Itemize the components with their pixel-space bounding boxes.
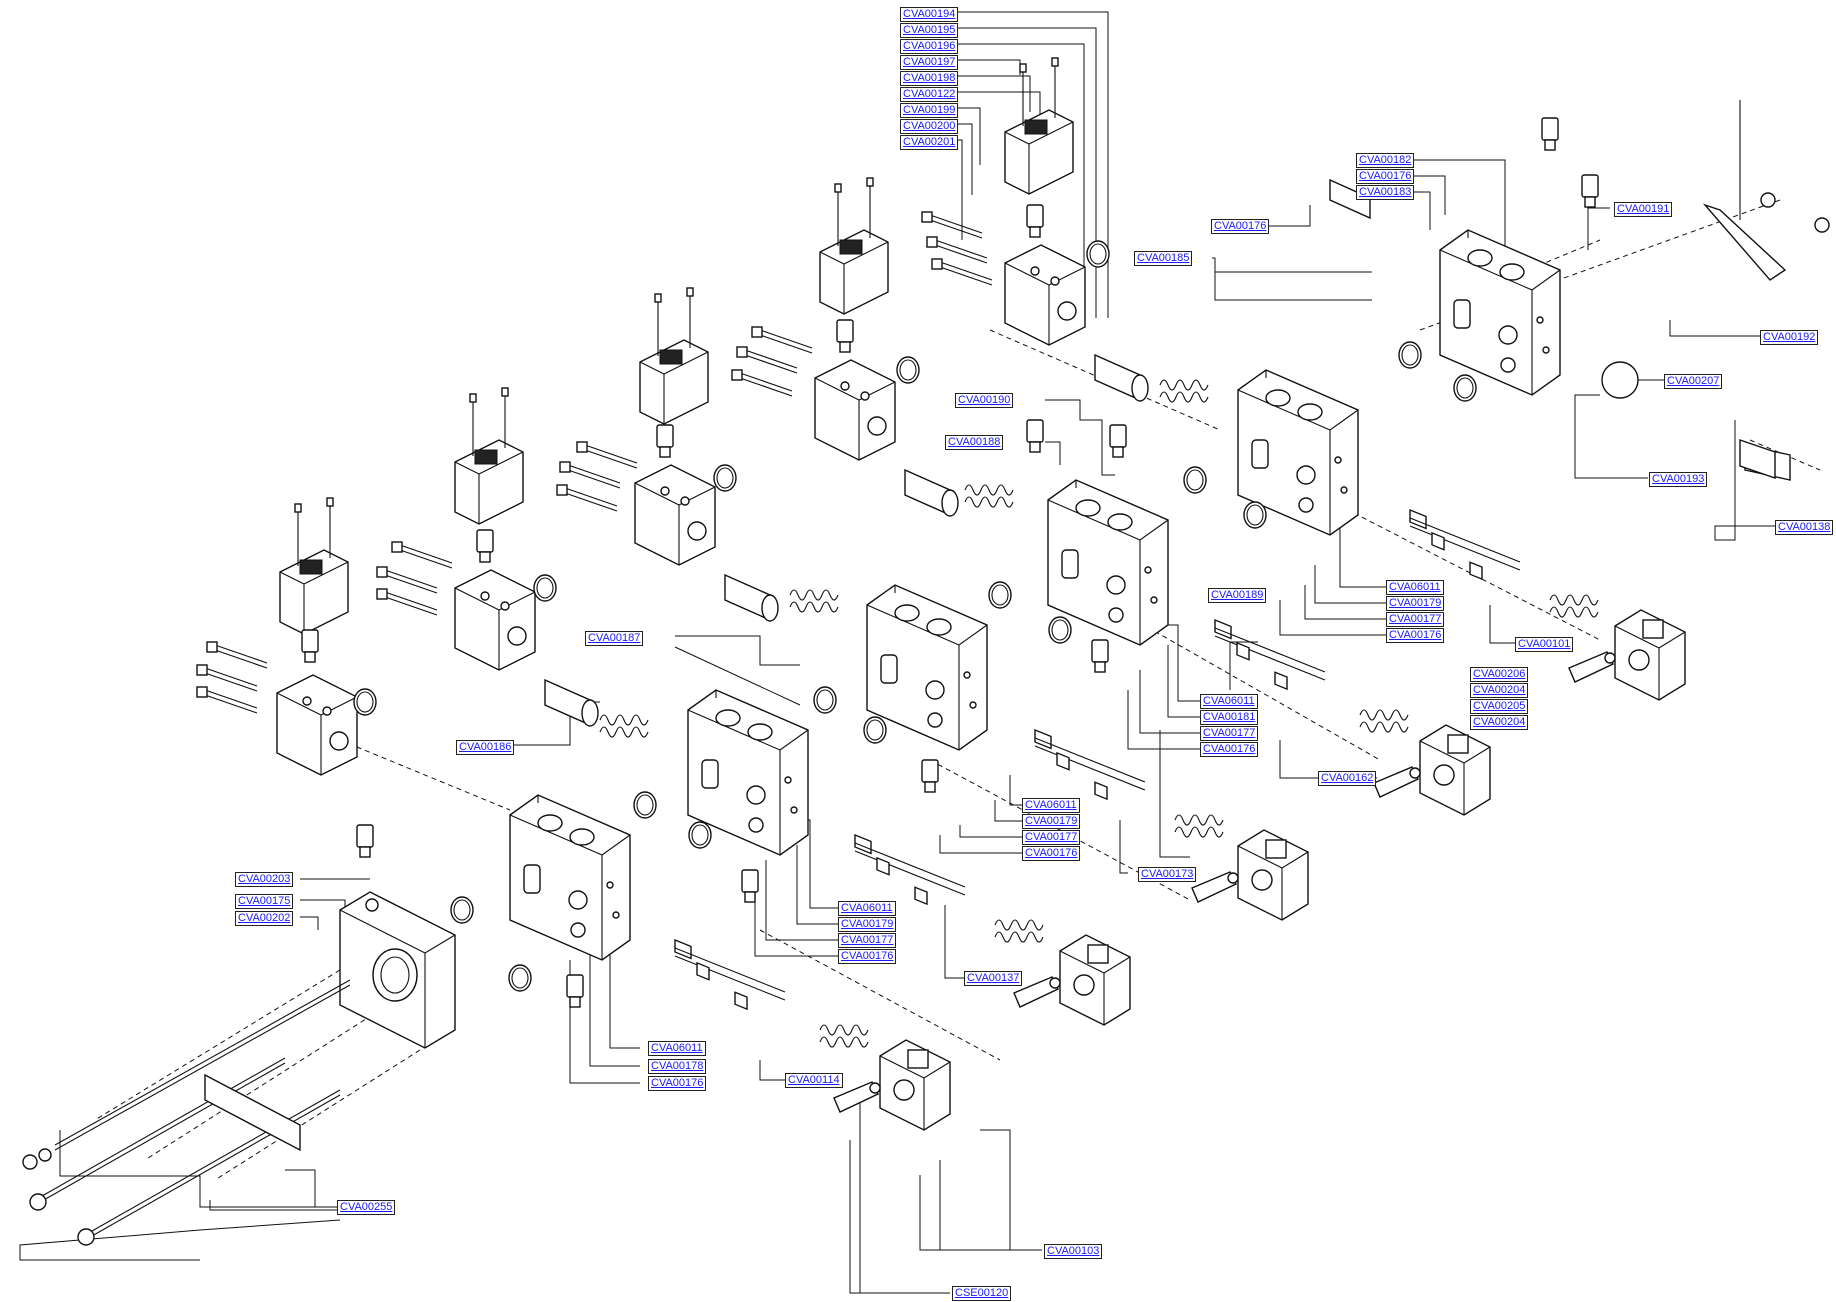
callout-cva00179-a[interactable]: CVA00179 xyxy=(1386,596,1445,611)
callout-cva00190[interactable]: CVA00190 xyxy=(955,393,1014,408)
callout-cse00120[interactable]: CSE00120 xyxy=(952,1286,1012,1301)
end-plate-bracket xyxy=(1601,100,1830,481)
callout-cva00178[interactable]: CVA00178 xyxy=(648,1059,707,1074)
callout-cva00176-b[interactable]: CVA00176 xyxy=(1211,219,1270,234)
callout-cva00188[interactable]: CVA00188 xyxy=(945,435,1004,450)
callout-cva00198[interactable]: CVA00198 xyxy=(900,71,959,86)
callout-cva06011-b[interactable]: CVA06011 xyxy=(1200,694,1258,709)
callout-cva06011-e[interactable]: CVA06011 xyxy=(648,1041,706,1056)
large-tubes xyxy=(544,178,1776,727)
callout-cva00200[interactable]: CVA00200 xyxy=(900,119,959,134)
callout-cva00199[interactable]: CVA00199 xyxy=(900,103,959,118)
callout-cva00204-a[interactable]: CVA00204 xyxy=(1470,683,1529,698)
callout-cva00177-d[interactable]: CVA00177 xyxy=(838,933,897,948)
callout-cva00189[interactable]: CVA00189 xyxy=(1208,588,1267,603)
callout-cva00114[interactable]: CVA00114 xyxy=(785,1073,843,1088)
callout-cva00203[interactable]: CVA00203 xyxy=(235,872,294,887)
callout-cva00175[interactable]: CVA00175 xyxy=(235,894,294,909)
tie-rods xyxy=(22,979,351,1246)
callout-cva00176-e[interactable]: CVA00176 xyxy=(1022,846,1081,861)
callout-cva00103[interactable]: CVA00103 xyxy=(1044,1244,1103,1259)
callout-cva00176-f[interactable]: CVA00176 xyxy=(838,949,897,964)
callout-cva00197[interactable]: CVA00197 xyxy=(900,55,959,70)
callout-cva00204-b[interactable]: CVA00204 xyxy=(1470,715,1529,730)
plugs-and-fittings xyxy=(301,117,1599,1008)
callout-cva00182[interactable]: CVA00182 xyxy=(1356,153,1415,168)
callout-cva00162[interactable]: CVA00162 xyxy=(1318,771,1377,786)
callout-cva00206[interactable]: CVA00206 xyxy=(1470,667,1529,682)
callout-cva00176-d[interactable]: CVA00176 xyxy=(1200,742,1259,757)
callout-cva00193[interactable]: CVA00193 xyxy=(1649,472,1708,487)
callout-cva00101[interactable]: CVA00101 xyxy=(1515,637,1574,652)
callout-cva00176-g[interactable]: CVA00176 xyxy=(648,1076,707,1091)
end-plate-inlet xyxy=(339,891,456,1049)
callout-cva00185[interactable]: CVA00185 xyxy=(1134,251,1193,266)
callout-cva00122[interactable]: CVA00122 xyxy=(900,87,959,102)
callout-cva00195[interactable]: CVA00195 xyxy=(900,23,959,38)
callout-cva06011-d[interactable]: CVA06011 xyxy=(838,901,896,916)
callout-cva00176-c[interactable]: CVA00176 xyxy=(1386,628,1445,643)
callout-cva00137[interactable]: CVA00137 xyxy=(964,971,1023,986)
callout-cva00179-b[interactable]: CVA00179 xyxy=(1022,814,1081,829)
callout-cva00138[interactable]: CVA00138 xyxy=(1775,520,1834,535)
callout-cva00173[interactable]: CVA00173 xyxy=(1138,867,1197,882)
callout-cva00177-a[interactable]: CVA00177 xyxy=(1386,612,1445,627)
callout-cva00181[interactable]: CVA00181 xyxy=(1200,710,1259,725)
callout-cva00187[interactable]: CVA00187 xyxy=(585,631,644,646)
callout-cva00201[interactable]: CVA00201 xyxy=(900,135,959,150)
leader-lines xyxy=(19,11,1775,1294)
callout-cva00202[interactable]: CVA00202 xyxy=(235,911,294,926)
callout-cva00205[interactable]: CVA00205 xyxy=(1470,699,1529,714)
callout-cva06011-a[interactable]: CVA06011 xyxy=(1386,580,1444,595)
callout-cva00192[interactable]: CVA00192 xyxy=(1760,330,1819,345)
callout-cva00177-b[interactable]: CVA00177 xyxy=(1200,726,1259,741)
callout-cva00177-c[interactable]: CVA00177 xyxy=(1022,830,1081,845)
callout-cva00191[interactable]: CVA00191 xyxy=(1614,202,1673,217)
callout-cva00194[interactable]: CVA00194 xyxy=(900,7,959,22)
callout-cva00183[interactable]: CVA00183 xyxy=(1356,185,1415,200)
callout-cva00179-c[interactable]: CVA00179 xyxy=(838,917,897,932)
callout-cva00176-a[interactable]: CVA00176 xyxy=(1356,169,1415,184)
callout-cva00207[interactable]: CVA00207 xyxy=(1664,374,1723,389)
callout-cva00186[interactable]: CVA00186 xyxy=(456,740,515,755)
callout-cva06011-c[interactable]: CVA06011 xyxy=(1022,798,1080,813)
callout-cva00255[interactable]: CVA00255 xyxy=(337,1200,396,1215)
callout-cva00196[interactable]: CVA00196 xyxy=(900,39,959,54)
